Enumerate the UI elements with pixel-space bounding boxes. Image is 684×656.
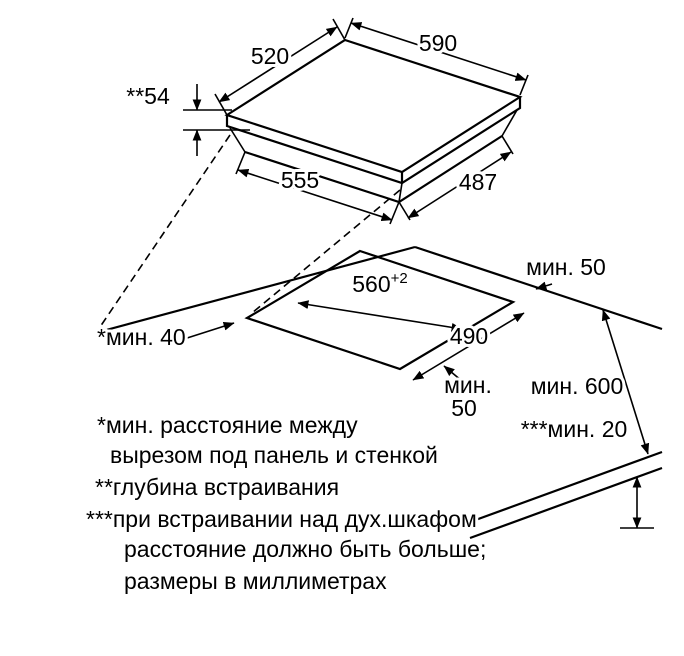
footnote-line-3: **глубина встраивания (95, 474, 339, 500)
footnote-line-1: *мин. расстояние между (97, 412, 358, 438)
dim-487-label: 487 (459, 169, 497, 195)
leader-arrow (183, 321, 235, 340)
dim-arrow (601, 309, 650, 455)
worktop-cutout (244, 249, 516, 371)
ext-line (344, 17, 354, 39)
ext-line (519, 74, 529, 96)
worktop-front-edge-bottom (469, 466, 663, 540)
footnotes: *мин. расстояние между вырезом под панел… (83, 409, 489, 597)
dimension-min600: мин. 600 (528, 309, 650, 455)
dimension-min50-back: мин. 50 (523, 251, 609, 291)
footnote-line-6: размеры в миллиметрах (124, 568, 387, 594)
footnote-line-5: расстояние должно быть больше; (124, 536, 486, 562)
leader-arrow (535, 281, 553, 291)
footnote-line-4: ***при встраивании над дух.шкафом (86, 506, 477, 532)
dim-arrow (412, 312, 525, 381)
leader-arrow (443, 365, 463, 382)
ext-line (389, 201, 400, 225)
dimension-490: 490 (412, 312, 525, 381)
dimension-560: 560+2 (297, 267, 463, 332)
dim-590-label: 590 (419, 30, 457, 56)
footnote-line-2: вырезом под панель и стенкой (110, 442, 438, 468)
dim-520-label: 520 (251, 43, 289, 69)
dimension-590: 590 (344, 17, 529, 96)
dimension-520: 520 (214, 18, 346, 116)
min50-front-label-1: мин. (444, 372, 492, 398)
dim-arrow (218, 26, 338, 103)
min50-back-label: мин. 50 (526, 254, 606, 280)
dimension-min50-front: мин. 50 (441, 365, 495, 424)
ext-line (214, 93, 228, 116)
dim-arrow (297, 300, 463, 332)
dim-560-label: 560+2 (352, 270, 407, 297)
cooktop-casing-left-corner (229, 127, 246, 153)
dimension-54: **54 (123, 80, 250, 156)
min40-label: *мин. 40 (97, 324, 186, 350)
cooktop-view: 590 520 **54 555 487 (123, 17, 529, 225)
dimension-min20: ***мин. 20 (518, 413, 654, 529)
dim-490-label: 490 (450, 323, 488, 349)
dim-arrow (237, 169, 393, 221)
ext-line (501, 135, 514, 155)
dim-54-label: **54 (126, 83, 170, 109)
cooktop-casing-front-corner (398, 182, 403, 203)
cooktop-casing-right-corner (501, 109, 518, 137)
min20-label: ***мин. 20 (521, 416, 628, 442)
worktop-view: 560+2 490 мин. 50 *мин. 40 мин. 50 мин. … (94, 134, 663, 540)
projection-line (251, 189, 401, 314)
projection-line (99, 134, 231, 328)
dimension-555: 555 (235, 151, 400, 225)
min600-label: мин. 600 (531, 373, 624, 399)
min50-front-label-2: 50 (451, 395, 477, 421)
ext-line (332, 18, 346, 41)
dimension-min40: *мин. 40 (94, 321, 235, 353)
worktop-back-left-edge (94, 245, 416, 335)
dim-555-label: 555 (281, 167, 319, 193)
dimension-487: 487 (398, 135, 514, 221)
dim-arrow (407, 151, 512, 219)
worktop-front-edge-top (469, 450, 663, 524)
dim-arrow (350, 22, 527, 81)
